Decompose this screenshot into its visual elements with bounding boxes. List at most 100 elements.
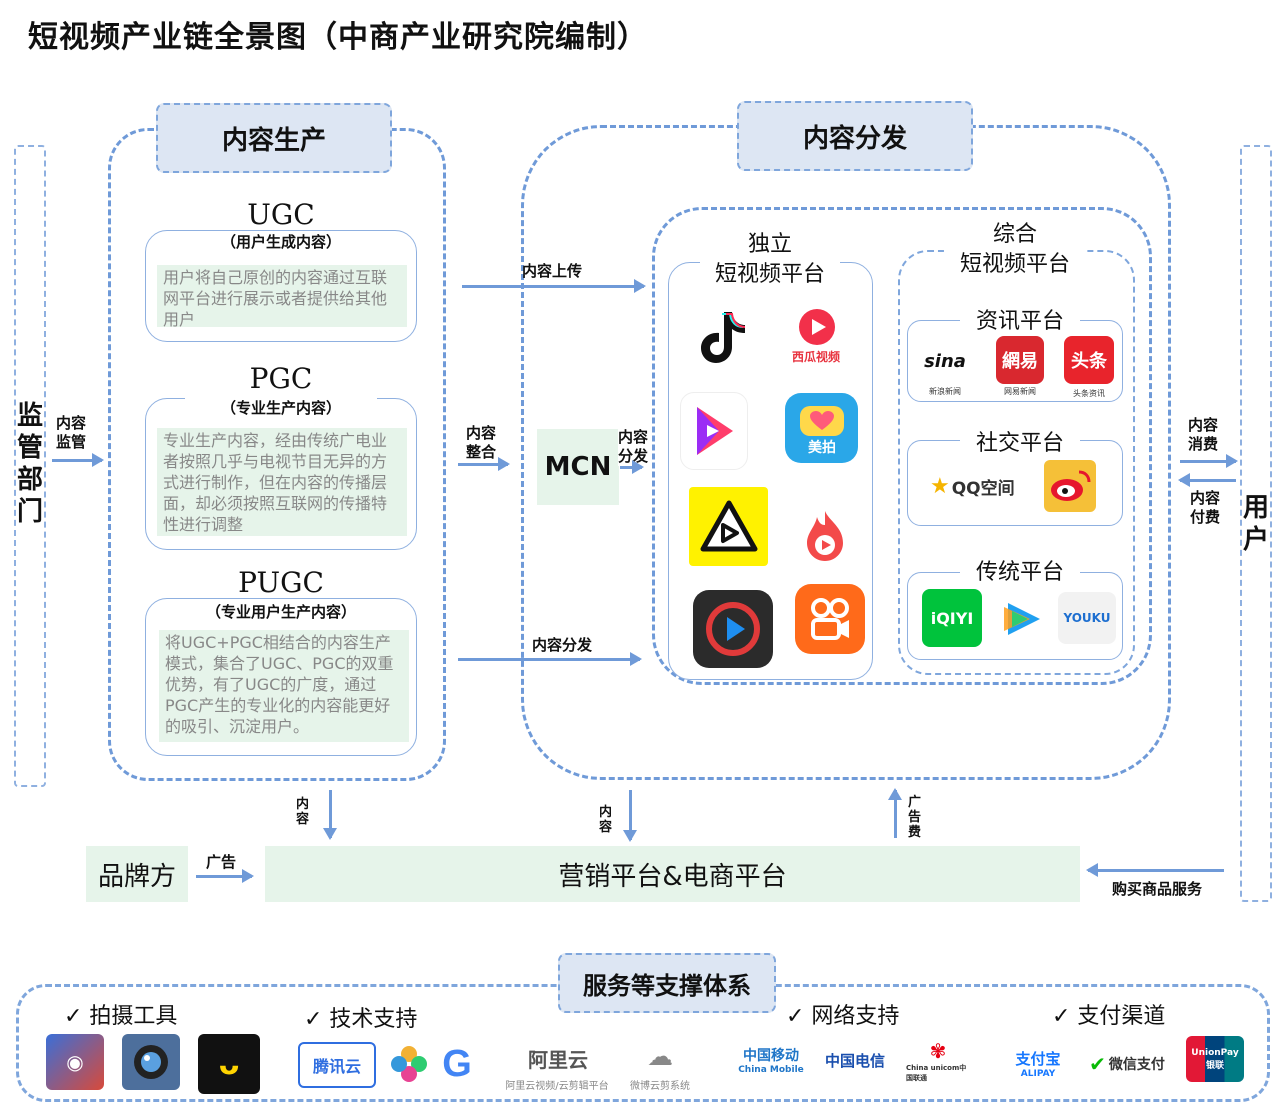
huoshan-icon — [794, 505, 856, 567]
integrate-label: 内容整合 — [466, 424, 497, 461]
consume-label: 内容消费 — [1188, 416, 1219, 453]
mcn-box: MCN — [537, 429, 619, 505]
buy-arrow — [1086, 863, 1224, 877]
upload-label: 内容上传 — [522, 262, 583, 280]
iqiyi-logo-text: iQIYI — [930, 608, 974, 628]
sina-icon: sina — [920, 338, 970, 384]
netease-logo-text: 網易 — [1002, 351, 1038, 372]
pay-arrow — [1178, 473, 1236, 487]
news-title: 资讯平台 — [960, 303, 1080, 335]
qzone-logo-text: QQ空间 — [951, 478, 1015, 499]
pgc-title: PGC — [249, 362, 313, 395]
aliyun-caption: 阿里云视频/云剪辑平台 — [505, 1081, 609, 1092]
pgc-description: 专业生产内容，经由传统广电业者按照几乎与电视节目无异的方式进行制作，但在内容的传… — [157, 428, 407, 536]
shooting-app-icon-3: ᴗ — [198, 1034, 260, 1094]
toutiao-caption: 头条资讯 — [1073, 389, 1105, 398]
ad-fee-arrow — [888, 788, 902, 838]
netease-icon: 網易 — [996, 336, 1044, 384]
unicom-knot-icon: ✾ — [929, 1039, 947, 1063]
wechat-pay-text: 微信支付 — [1108, 1057, 1165, 1073]
google-logo-icon: G — [434, 1040, 480, 1088]
iqiyi-icon: iQIYI — [922, 589, 982, 647]
content-down-label-2: 内容 — [599, 805, 613, 835]
china-telecom-text: 中国电信 — [824, 1051, 885, 1070]
youku-icon: YOUKU — [1058, 592, 1116, 644]
weibo-cloud-caption: 微博云剪系统 — [630, 1081, 690, 1092]
support-group-tech: ✓ 技术支持 — [304, 1007, 418, 1032]
flower-logo-icon — [386, 1040, 432, 1088]
unionpay-logo: UnionPay 银联 — [1186, 1036, 1244, 1082]
xigua-icon — [786, 302, 848, 352]
composite-title: 综合 短视频平台 — [945, 220, 1085, 280]
pugc-subtitle: （专业用户生产内容） — [175, 601, 387, 622]
china-mobile-en-text: China Mobile — [738, 1065, 804, 1075]
mcn-distribute-arrow — [620, 460, 644, 474]
camera-app-icon — [122, 1034, 180, 1090]
ad-label: 广告 — [206, 853, 237, 871]
support-group-payment: ✓ 支付渠道 — [1052, 1004, 1166, 1029]
user-bar — [1240, 145, 1272, 902]
user-label: 用户 — [1242, 493, 1269, 555]
content-down-label-1: 内容 — [296, 797, 310, 827]
alipay-logo: 支付宝 ALIPAY — [1000, 1042, 1076, 1084]
support-group-shooting: ✓ 拍摄工具 — [64, 1004, 178, 1029]
player-icon — [693, 590, 773, 668]
qzone-star-icon: ★ — [930, 473, 950, 499]
pugc-title: PUGC — [238, 566, 324, 599]
china-mobile-logo: 中国移动 China Mobile — [732, 1036, 810, 1084]
marketing-box: 营销平台&电商平台 — [265, 846, 1080, 902]
weishi-icon — [689, 487, 768, 566]
tencent-cloud-text: 腾讯云 — [312, 1057, 361, 1076]
buy-label: 购买商品服务 — [1112, 880, 1203, 898]
independent-title: 独立 短视频平台 — [700, 230, 840, 290]
supervision-label: 监管部门 — [16, 401, 43, 527]
china-mobile-text: 中国移动 — [743, 1048, 799, 1064]
distribution-header: 内容分发 — [737, 101, 973, 171]
ad-arrow — [196, 869, 254, 883]
distribute-label: 内容分发 — [532, 636, 593, 654]
wechat-pay-check-icon: ✔ — [1089, 1052, 1106, 1076]
brand-box: 品牌方 — [86, 846, 188, 902]
ugc-description: 用户将自己原创的内容通过互联网平台进行展示或者提供给其他用户 — [157, 265, 407, 329]
support-header: 服务等支撑体系 — [558, 953, 776, 1013]
ugc-title: UGC — [247, 198, 315, 231]
page-title: 短视频产业链全景图（中商产业研究院编制） — [28, 20, 648, 55]
haokan-icon — [680, 392, 748, 470]
content-down-arrow-1 — [323, 790, 337, 840]
wechat-pay-logo: ✔微信支付 — [1082, 1046, 1172, 1082]
integrate-arrow — [458, 457, 510, 471]
production-header: 内容生产 — [156, 103, 392, 173]
pay-label: 内容付费 — [1190, 489, 1221, 526]
netease-caption: 网易新闻 — [1004, 387, 1036, 396]
supervision-arrow — [52, 453, 104, 467]
tencent-video-icon — [996, 594, 1048, 644]
sina-caption: 新浪新闻 — [929, 387, 961, 396]
sina-logo-text: sina — [924, 350, 966, 372]
platforms-box — [652, 207, 1152, 685]
alipay-en-text: ALIPAY — [1020, 1068, 1056, 1079]
china-telecom-logo: 中国电信 — [814, 1040, 896, 1080]
consume-arrow — [1180, 454, 1238, 468]
mcn-distribute-label: 内容分发 — [618, 428, 652, 466]
toutiao-logo-text: 头条 — [1071, 351, 1107, 372]
upload-arrow — [462, 279, 646, 293]
pgc-subtitle: （专业生产内容） — [185, 397, 377, 418]
kuaishou-icon — [795, 584, 865, 654]
toutiao-icon: 头条 — [1064, 336, 1114, 384]
aliyun-logo: 阿里云 — [508, 1044, 608, 1072]
pugc-description: 将UGC+PGC相结合的内容生产模式，集合了UGC、PGC的双重优势，有了UGC… — [159, 630, 409, 742]
alipay-text: 支付宝 — [1015, 1049, 1061, 1068]
tiktok-icon — [690, 306, 752, 368]
shooting-app-icon-1: ◉ — [46, 1034, 104, 1090]
social-title: 社交平台 — [960, 425, 1080, 457]
ad-fee-label: 广告费 — [908, 795, 922, 840]
ugc-subtitle: （用户生成内容） — [175, 231, 387, 252]
meipai-icon: 美拍 — [785, 393, 858, 463]
unionpay-text: UnionPay 银联 — [1191, 1047, 1239, 1071]
svg-text:美拍: 美拍 — [808, 439, 836, 456]
supervision-arrow-label: 内容监管 — [56, 414, 87, 451]
china-unicom-text: China unicom中国联通 — [906, 1064, 967, 1082]
content-down-arrow-2 — [623, 790, 637, 842]
weibo-icon — [1044, 460, 1096, 512]
tencent-cloud-logo: 腾讯云 — [298, 1042, 376, 1088]
